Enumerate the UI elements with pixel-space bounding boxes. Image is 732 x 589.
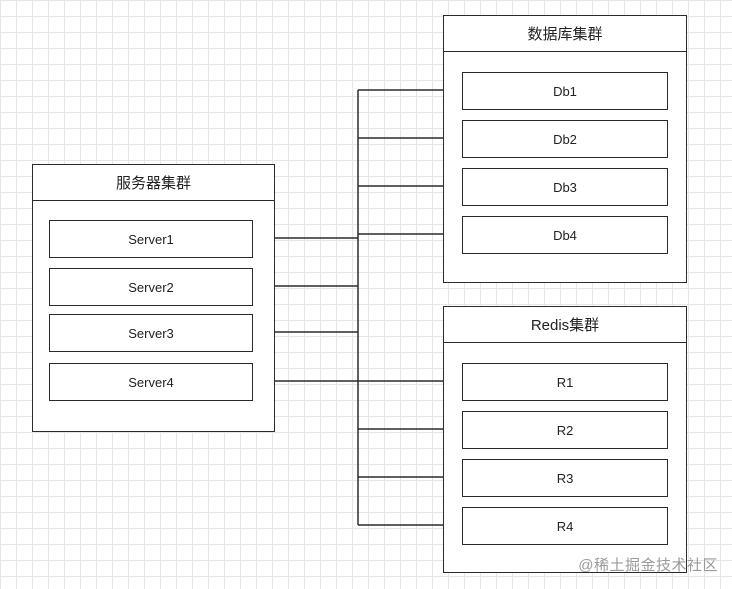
db3-node[interactable]: Db3 bbox=[462, 168, 668, 206]
redis-cluster: Redis集群 R1 R2 R3 R4 bbox=[443, 306, 687, 573]
server-cluster-title: 服务器集群 bbox=[33, 165, 274, 201]
r1-node[interactable]: R1 bbox=[462, 363, 668, 401]
server-cluster: 服务器集群 Server1 Server2 Server3 Server4 bbox=[32, 164, 275, 432]
server1-node[interactable]: Server1 bbox=[49, 220, 253, 258]
db2-node[interactable]: Db2 bbox=[462, 120, 668, 158]
r2-node[interactable]: R2 bbox=[462, 411, 668, 449]
redis-cluster-title: Redis集群 bbox=[444, 307, 686, 343]
db1-node[interactable]: Db1 bbox=[462, 72, 668, 110]
db-cluster-title: 数据库集群 bbox=[444, 16, 686, 52]
db4-node[interactable]: Db4 bbox=[462, 216, 668, 254]
r3-node[interactable]: R3 bbox=[462, 459, 668, 497]
db-cluster: 数据库集群 Db1 Db2 Db3 Db4 bbox=[443, 15, 687, 283]
server4-node[interactable]: Server4 bbox=[49, 363, 253, 401]
r4-node[interactable]: R4 bbox=[462, 507, 668, 545]
watermark: @稀土掘金技术社区 bbox=[578, 557, 718, 574]
server2-node[interactable]: Server2 bbox=[49, 268, 253, 306]
server3-node[interactable]: Server3 bbox=[49, 314, 253, 352]
